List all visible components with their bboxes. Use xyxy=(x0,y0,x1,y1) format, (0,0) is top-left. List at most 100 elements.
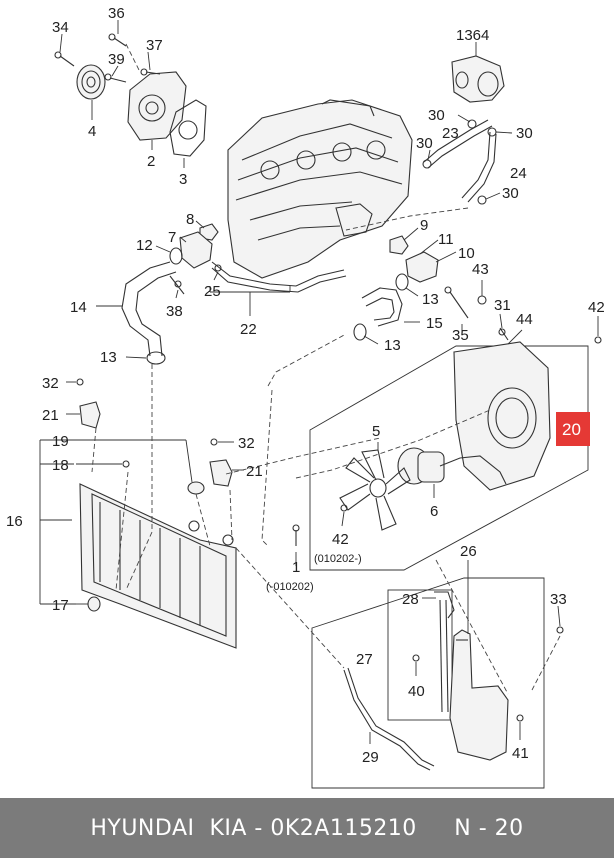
callout-38: 38 xyxy=(166,303,183,320)
fan-part-5 xyxy=(339,442,411,531)
hose-part-23 xyxy=(423,119,493,169)
engine-block xyxy=(227,99,413,279)
bolt-part-31 xyxy=(498,313,509,341)
fitting-part-9 xyxy=(389,227,419,255)
callout-13-a: 13 xyxy=(422,291,439,308)
reservoir-tank xyxy=(449,560,509,761)
bolt-part-38 xyxy=(169,275,185,299)
callout-22: 22 xyxy=(240,321,257,338)
callout-39: 39 xyxy=(108,51,125,68)
sensor-part-1 xyxy=(292,524,300,566)
callout-33: 33 xyxy=(550,591,567,608)
callout-labels: 34 36 37 39 4 2 3 1364 30 23 30 30 24 30… xyxy=(6,5,605,766)
callout-2: 2 xyxy=(147,153,155,170)
hose-part-27 xyxy=(439,599,449,713)
callout-1364: 1364 xyxy=(456,27,489,44)
callout-21-a: 21 xyxy=(42,407,59,424)
callout-19: 19 xyxy=(52,433,69,450)
callout-23: 23 xyxy=(442,125,459,142)
callout-4: 4 xyxy=(88,123,96,140)
bracket-part-16 xyxy=(39,439,186,605)
connector-lines xyxy=(91,207,561,695)
fan-motor-part-6 xyxy=(397,447,507,498)
bolt-part-18 xyxy=(76,460,130,468)
callout-40: 40 xyxy=(408,683,425,700)
callout-44: 44 xyxy=(516,311,533,328)
hose-part-14 xyxy=(96,261,177,357)
callout-12: 12 xyxy=(136,237,153,254)
callout-9: 9 xyxy=(420,217,428,234)
callout-30-c: 30 xyxy=(516,125,533,142)
bolts-part-32 xyxy=(66,378,234,446)
nut-part-42-inside xyxy=(340,504,348,527)
callout-42-a: 42 xyxy=(588,299,605,316)
clamp-part-13-right xyxy=(395,273,419,297)
callout-21-b: 21 xyxy=(246,463,263,480)
callout-35: 35 xyxy=(452,327,469,344)
water-pump-part-2 xyxy=(127,71,187,141)
callout-13-b: 13 xyxy=(384,337,401,354)
callout-37: 37 xyxy=(146,37,163,54)
callout-30-a: 30 xyxy=(428,107,445,124)
callout-7: 7 xyxy=(168,229,176,246)
reservoir-part-27-frame xyxy=(387,589,453,721)
callout-43: 43 xyxy=(472,261,489,278)
callout-20: 20 xyxy=(562,420,581,439)
shroud-part-44 xyxy=(453,329,551,491)
callout-5: 5 xyxy=(372,423,380,440)
serial-note-from: (010202-) xyxy=(314,553,362,565)
bolt-part-40 xyxy=(412,654,420,676)
bolt-part-35 xyxy=(444,286,469,334)
callout-27: 27 xyxy=(356,651,373,668)
radiator-part-16 xyxy=(79,483,237,649)
thermostat-housing-part-1364 xyxy=(451,42,505,103)
callout-42-b: 42 xyxy=(332,531,349,548)
serial-note-to: (-010202) xyxy=(266,581,314,593)
callout-14: 14 xyxy=(70,299,87,316)
callout-6: 6 xyxy=(430,503,438,520)
callout-30-b: 30 xyxy=(416,135,433,152)
highlight-part-20 xyxy=(556,412,590,446)
callout-34: 34 xyxy=(52,19,69,36)
clamp-part-12 xyxy=(155,245,183,265)
callout-10: 10 xyxy=(458,245,475,262)
hose-part-15 xyxy=(361,287,420,327)
callout-13-c: 13 xyxy=(100,349,117,366)
footer-part-number: HYUNDAI KIA - 0K2A115210 N - 20 xyxy=(0,798,614,858)
callout-31: 31 xyxy=(494,297,511,314)
cap-part-19 xyxy=(185,439,205,495)
cap-part-28 xyxy=(422,591,455,619)
nut-part-43 xyxy=(477,280,487,305)
callout-3: 3 xyxy=(179,171,187,188)
callout-8: 8 xyxy=(186,211,194,228)
reservoir-group-frame xyxy=(311,577,545,789)
bolt-part-41 xyxy=(516,714,524,740)
callout-18: 18 xyxy=(52,457,69,474)
leaders-top-left xyxy=(59,20,185,168)
fan-group-frame xyxy=(309,345,589,571)
parts-diagram: 34 36 37 39 4 2 3 1364 30 23 30 30 24 30… xyxy=(6,5,605,789)
bracket-part-22 xyxy=(209,286,291,316)
drain-part-17 xyxy=(76,596,101,612)
bolts-group xyxy=(54,33,161,83)
mount-part-21-right xyxy=(209,459,244,487)
clamps-30 xyxy=(422,114,513,205)
clamp-part-13-left xyxy=(125,351,166,365)
clamp-part-13-lower xyxy=(353,323,379,345)
nut-part-42-outside xyxy=(594,316,602,344)
callout-25: 25 xyxy=(204,283,221,300)
hose-part-24 xyxy=(461,131,497,203)
callout-17: 17 xyxy=(52,597,69,614)
pulley-part-4 xyxy=(76,64,106,100)
callout-24: 24 xyxy=(510,165,527,182)
pipe-part-25 xyxy=(211,261,347,293)
callout-36: 36 xyxy=(108,5,125,22)
mount-part-21-left xyxy=(66,401,101,429)
callout-32-b: 32 xyxy=(238,435,255,452)
callout-16: 16 xyxy=(6,513,23,530)
callout-28: 28 xyxy=(402,591,419,608)
callout-15: 15 xyxy=(426,315,443,332)
callout-26: 26 xyxy=(460,543,477,560)
callout-11: 11 xyxy=(438,231,454,248)
bolt-part-33 xyxy=(556,605,564,634)
